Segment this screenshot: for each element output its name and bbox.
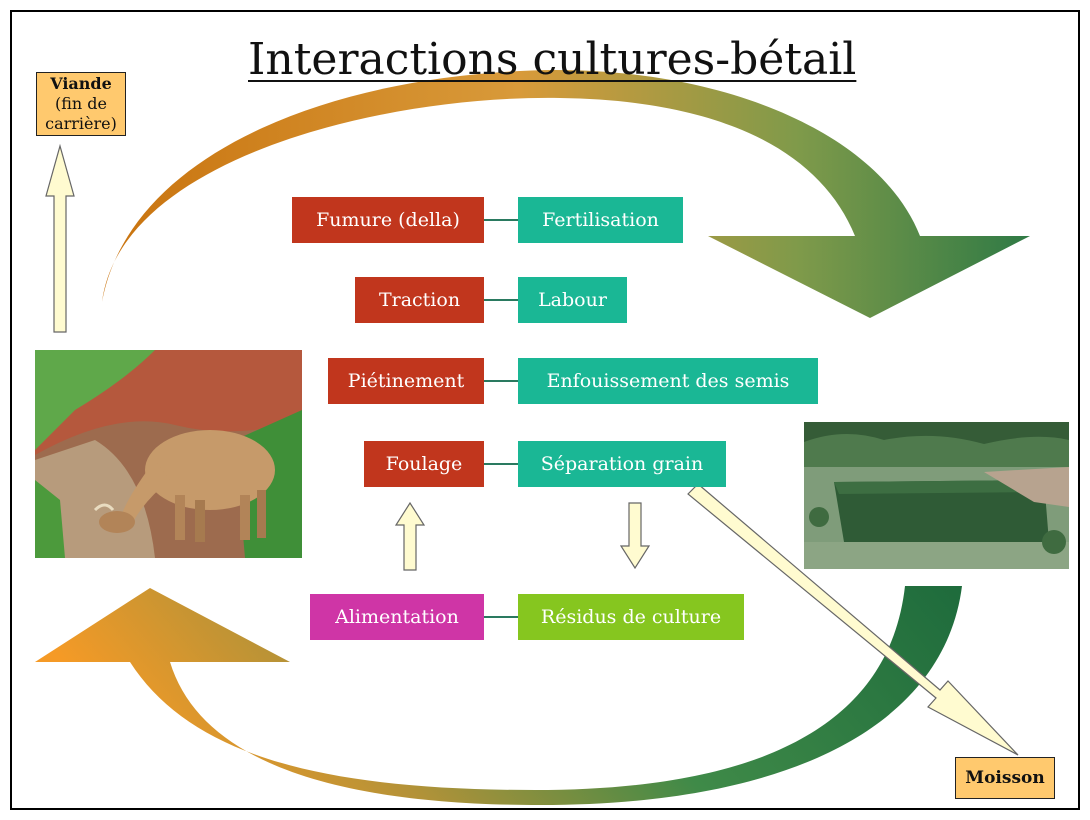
box-fumure: Fumure (della): [292, 197, 484, 243]
viande-label-rest: (fin de carrière): [45, 94, 117, 133]
moisson-label-text: Moisson: [965, 768, 1045, 788]
box-separation-grain: Séparation grain: [518, 441, 726, 487]
box-fertilisation: Fertilisation: [518, 197, 683, 243]
diagram-title: Interactions cultures-bétail: [248, 34, 857, 85]
box-alimentation: Alimentation: [310, 594, 484, 640]
viande-label-bold: Viande: [50, 74, 112, 93]
top-cycle-arrow: [102, 70, 1030, 318]
moisson-arrow: [687, 483, 1019, 756]
alimentation-up-arrow: [394, 501, 426, 571]
box-pietinement: Piétinement: [328, 358, 484, 404]
moisson-label: Moisson: [955, 757, 1055, 799]
bottom-cycle-arrow: [35, 586, 962, 805]
field-photo: [804, 422, 1069, 569]
cow-photo: [35, 350, 302, 558]
residus-down-arrow: [619, 502, 651, 570]
viande-arrow: [45, 143, 75, 333]
box-enfouissement: Enfouissement des semis: [518, 358, 818, 404]
box-traction: Traction: [355, 277, 484, 323]
viande-label: Viande (fin de carrière): [36, 72, 126, 136]
box-labour: Labour: [518, 277, 627, 323]
box-foulage: Foulage: [364, 441, 484, 487]
box-residus: Résidus de culture: [518, 594, 744, 640]
